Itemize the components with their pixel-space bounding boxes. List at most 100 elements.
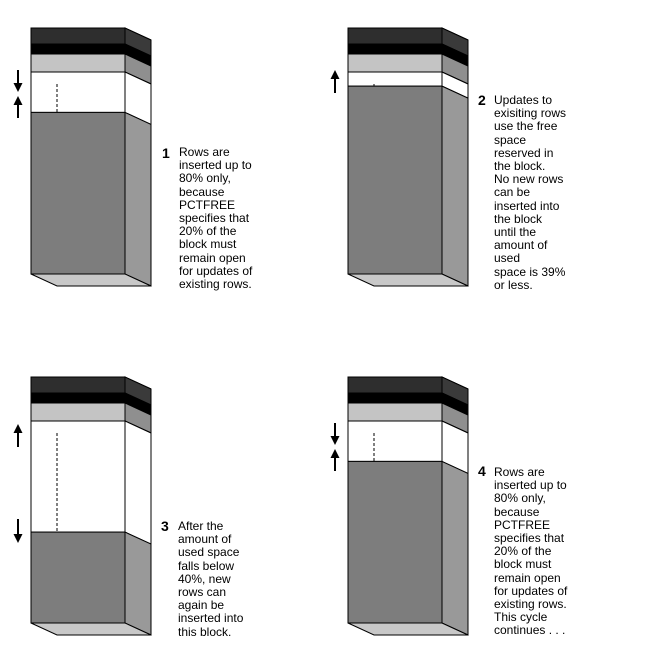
arrow-up-icon (13, 96, 23, 118)
caption-line: block must (494, 557, 552, 572)
caption-line: because (494, 504, 540, 519)
arrow-down-icon (330, 423, 340, 445)
caption-line: remain open (494, 570, 561, 585)
caption-line: for updates of (494, 583, 568, 598)
data-block-diagram-3 (13, 376, 152, 636)
caption-line: falls below (178, 558, 235, 573)
caption-line: remain open (179, 250, 246, 265)
block-header-band (347, 402, 443, 422)
caption-line: use the free (494, 119, 558, 134)
free-space-region (30, 420, 126, 533)
block-bottom-face (30, 273, 152, 287)
block-side-used (441, 460, 469, 636)
block-side-used (441, 85, 469, 287)
caption-line: amount of (178, 532, 232, 547)
caption-line: Updates to (494, 93, 553, 107)
caption-line: this block. (178, 624, 232, 639)
free-space-region (347, 71, 443, 87)
arrow-down-icon (13, 70, 23, 92)
caption-line: used space (178, 545, 240, 560)
used-space-region (347, 460, 443, 624)
arrow-up-icon (330, 70, 340, 93)
caption-line: 20% of the (494, 544, 552, 559)
block-header-band (30, 376, 126, 394)
caption-line: inserted up to (494, 478, 567, 493)
data-block-diagram-2 (330, 27, 469, 287)
caption-line: rows can (178, 585, 227, 600)
caption-line: specifies that (494, 531, 565, 546)
block-side-used (124, 111, 152, 287)
caption-line: exisiting rows (494, 106, 567, 121)
block-header-band (347, 27, 443, 45)
block-bottom-face (30, 622, 152, 636)
caption-line: used (494, 251, 521, 266)
free-space-region (30, 71, 126, 113)
caption-line: space is 39% (494, 264, 566, 279)
caption-line: or less. (494, 277, 533, 292)
block-header-band (347, 376, 443, 394)
caption-line: 20% of the (179, 224, 237, 239)
used-space-region (347, 85, 443, 275)
step-number: 2 (478, 92, 486, 108)
block-bottom-face (347, 622, 469, 636)
step-number: 4 (478, 463, 486, 479)
caption-line: inserted into (494, 198, 560, 213)
caption-line: PCTFREE (179, 197, 236, 212)
caption-line: until the (494, 225, 537, 240)
caption-line: After the (178, 519, 224, 533)
used-space-region (30, 531, 126, 624)
caption-line: existing rows. (179, 277, 252, 292)
caption-line: the block. (494, 159, 546, 174)
caption-line: amount of (494, 238, 548, 253)
step-number: 3 (161, 518, 169, 534)
caption-line: can be (494, 185, 531, 200)
caption-line: Rows are (494, 465, 545, 479)
block-header-band (30, 402, 126, 422)
caption-line: This cycle (494, 610, 548, 625)
caption-line: 40%, new (178, 571, 231, 586)
caption-line: PCTFREE (494, 517, 551, 532)
caption-line: continues . . . (494, 623, 566, 638)
arrow-down-icon (13, 519, 23, 543)
block-header-band (30, 53, 126, 73)
caption-line: space (494, 132, 527, 147)
block-side-used (124, 531, 152, 636)
caption-line: again be (178, 598, 225, 613)
block-header-band (347, 53, 443, 73)
caption-line: 80% only, (494, 491, 546, 506)
caption-line: because (179, 184, 225, 199)
data-block-diagram-4 (330, 376, 469, 636)
caption-line: specifies that (179, 211, 250, 226)
caption-line: inserted into (178, 611, 244, 626)
caption-line: No new rows (494, 172, 564, 187)
caption-line: block must (179, 237, 237, 252)
caption-line: existing rows. (494, 597, 567, 612)
free-space-region (347, 420, 443, 462)
arrow-up-icon (13, 424, 23, 447)
arrow-up-icon (330, 449, 340, 471)
data-block-diagram-1 (13, 27, 152, 287)
step-number: 1 (162, 145, 170, 161)
block-side-free (124, 420, 152, 545)
used-space-region (30, 111, 126, 275)
caption-line: inserted up to (179, 158, 252, 173)
block-bottom-face (347, 273, 469, 287)
caption-line: for updates of (179, 263, 253, 278)
block-header-band (347, 43, 443, 55)
caption-line: 80% only, (179, 171, 231, 186)
block-header-band (347, 392, 443, 404)
caption-line: reserved in (494, 145, 554, 160)
caption-line: Rows are (179, 145, 230, 159)
block-header-band (30, 27, 126, 45)
block-header-band (30, 392, 126, 404)
block-header-band (30, 43, 126, 55)
caption-line: the block (494, 211, 543, 226)
